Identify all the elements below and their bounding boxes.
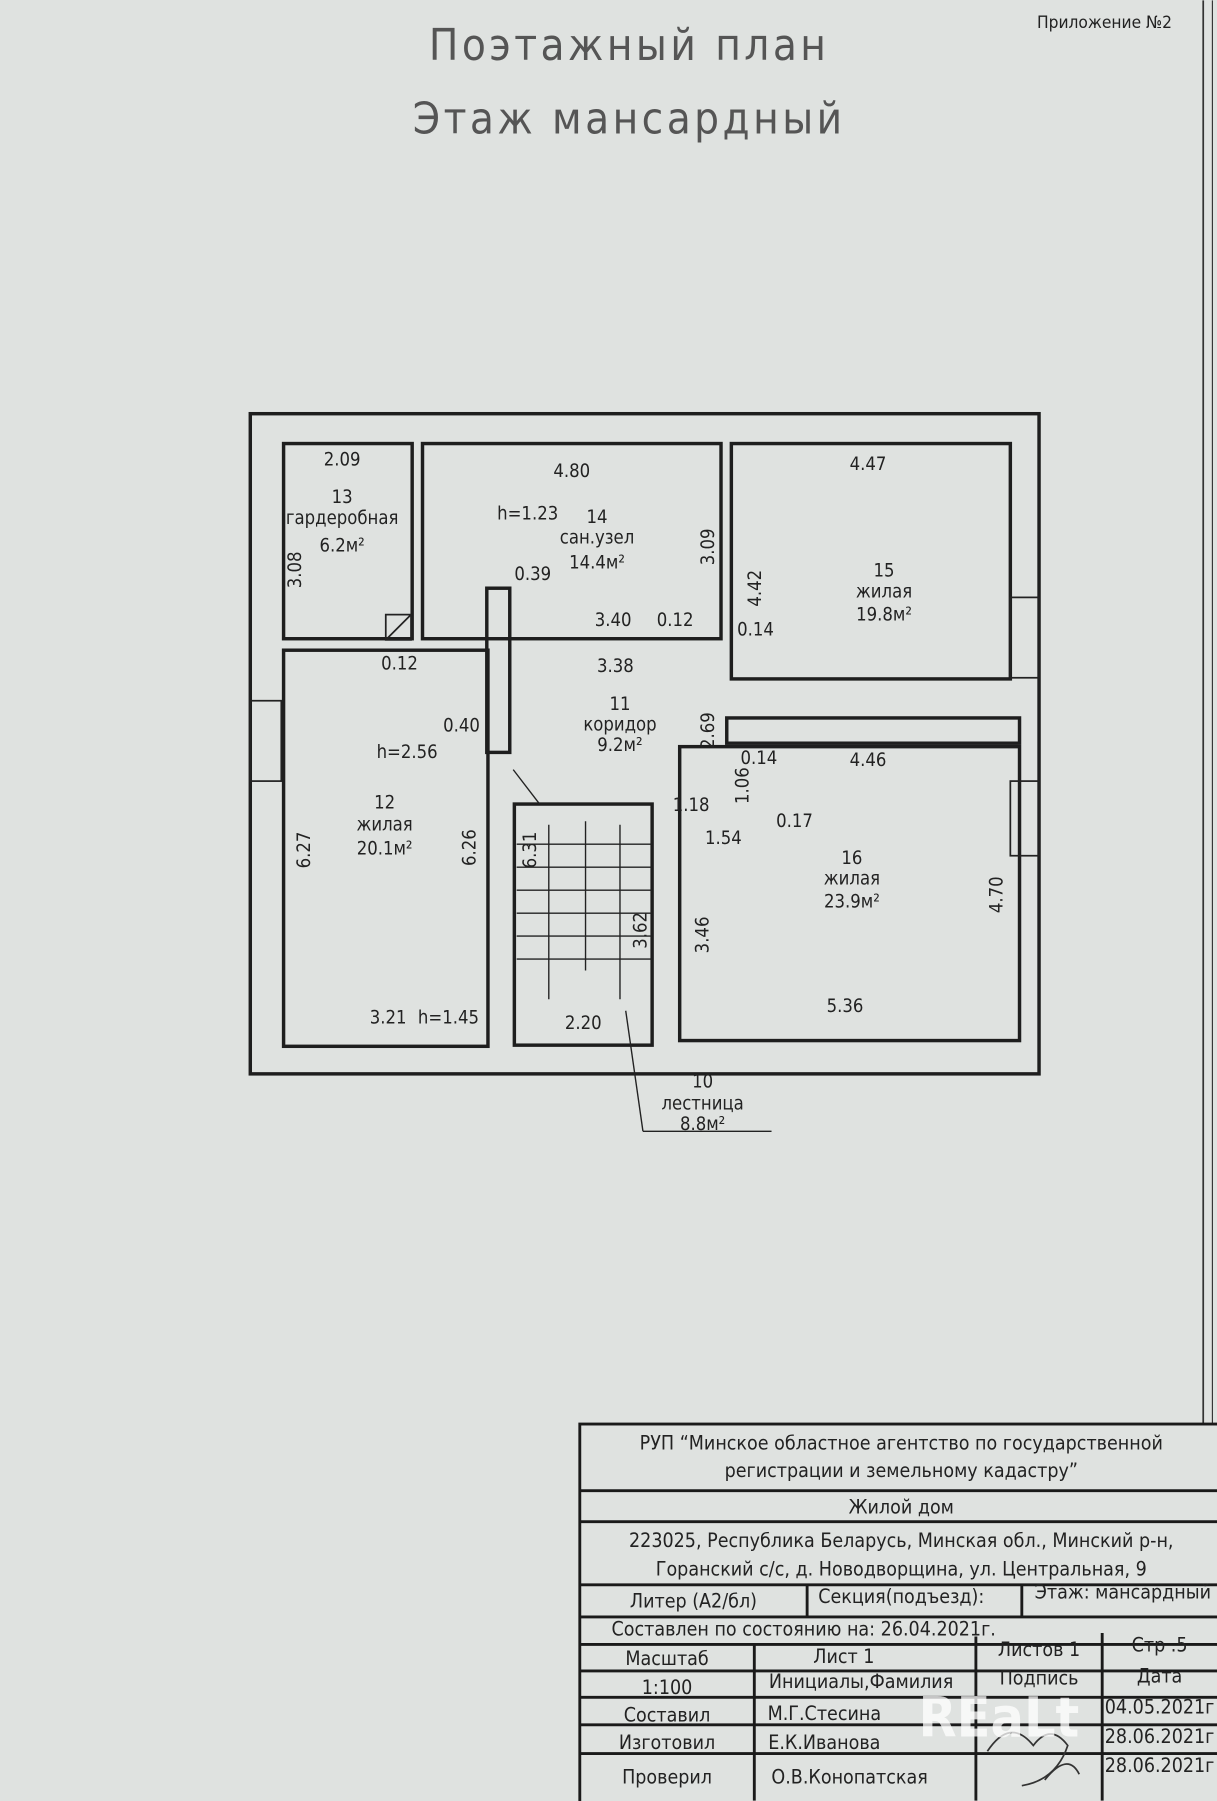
dimensions: 2.09 4.80 4.47 3.08 h=1.23 3.09 4.42 0.3… — [285, 449, 1007, 1034]
svg-text:0.12: 0.12 — [381, 654, 418, 675]
svg-text:28.06.2021г: 28.06.2021г — [1105, 1725, 1215, 1748]
svg-text:Изготовил: Изготовил — [619, 1731, 715, 1754]
svg-text:Составлен по состоянию на: 26.: Составлен по состоянию на: 26.04.2021г. — [611, 1617, 995, 1640]
svg-text:15: 15 — [874, 561, 895, 582]
svg-text:коридор: коридор — [583, 715, 656, 736]
svg-text:Инициалы,Фамилия: Инициалы,Фамилия — [769, 1670, 953, 1693]
title-block — [578, 1422, 1217, 1801]
svg-text:0.14: 0.14 — [741, 748, 778, 769]
svg-text:4.46: 4.46 — [850, 750, 887, 771]
svg-text:жилая: жилая — [824, 868, 880, 889]
svg-text:3.40: 3.40 — [595, 610, 632, 631]
svg-text:1.54: 1.54 — [705, 828, 742, 849]
title-block-text: РУП “Минское областное агентство по госу… — [611, 1431, 1214, 1788]
svg-text:4.70: 4.70 — [986, 876, 1007, 913]
svg-text:2.20: 2.20 — [565, 1013, 602, 1034]
svg-text:3.62: 3.62 — [630, 912, 651, 949]
svg-text:6.2м²: 6.2м² — [319, 535, 364, 556]
svg-text:1.06: 1.06 — [733, 767, 754, 804]
svg-text:3.46: 3.46 — [692, 917, 713, 954]
svg-text:20.1м²: 20.1м² — [357, 839, 413, 860]
svg-text:Проверил: Проверил — [622, 1765, 712, 1788]
stairs — [512, 769, 772, 1132]
svg-text:Е.К.Иванова: Е.К.Иванова — [768, 1731, 880, 1754]
svg-text:0.12: 0.12 — [657, 610, 694, 631]
svg-text:14.4м²: 14.4м² — [569, 553, 625, 574]
svg-text:4.47: 4.47 — [850, 454, 887, 475]
svg-text:сан.узел: сан.узел — [560, 527, 635, 548]
svg-text:РУП “Минское областное агентст: РУП “Минское областное агентство по госу… — [640, 1431, 1163, 1454]
svg-text:6.26: 6.26 — [459, 829, 480, 866]
svg-text:Этаж: мансардный: Этаж: мансардный — [1035, 1581, 1211, 1604]
svg-text:0.17: 0.17 — [776, 811, 813, 832]
svg-text:4.80: 4.80 — [553, 461, 590, 482]
svg-text:0.14: 0.14 — [737, 619, 774, 640]
svg-text:8.8м²: 8.8м² — [680, 1114, 725, 1135]
svg-text:11: 11 — [609, 694, 630, 715]
svg-text:Горанский с/с, д. Новодворщина: Горанский с/с, д. Новодворщина, ул. Цент… — [656, 1558, 1147, 1581]
svg-text:3.08: 3.08 — [285, 551, 306, 588]
svg-text:3.38: 3.38 — [597, 656, 634, 677]
svg-text:9.2м²: 9.2м² — [597, 735, 642, 756]
svg-text:гардеробная: гардеробная — [286, 508, 399, 529]
signature-mark — [986, 1731, 1080, 1787]
svg-text:Стр .5: Стр .5 — [1132, 1633, 1188, 1656]
svg-text:1:100: 1:100 — [642, 1676, 693, 1699]
svg-text:Жилой дом: Жилой дом — [849, 1496, 954, 1519]
svg-text:Подпись: Подпись — [1000, 1667, 1079, 1690]
svg-text:13: 13 — [332, 487, 353, 508]
svg-text:1.18: 1.18 — [673, 795, 710, 816]
appendix-label: Приложение №2 — [1037, 13, 1172, 33]
svg-text:М.Г.Стесина: М.Г.Стесина — [768, 1702, 882, 1725]
svg-text:h=1.45: h=1.45 — [418, 1007, 479, 1028]
svg-text:5.36: 5.36 — [827, 996, 864, 1017]
svg-text:0.39: 0.39 — [514, 564, 551, 585]
svg-text:регистрации и земельному кадас: регистрации и земельному кадастру” — [725, 1459, 1078, 1482]
svg-text:28.06.2021г: 28.06.2021г — [1105, 1754, 1215, 1777]
svg-text:Лист 1: Лист 1 — [813, 1645, 874, 1668]
svg-text:2.69: 2.69 — [698, 712, 719, 749]
svg-text:3.21: 3.21 — [370, 1007, 407, 1028]
svg-text:223025, Республика Беларусь, М: 223025, Республика Беларусь, Минская обл… — [629, 1529, 1173, 1552]
svg-text:О.В.Конопатская: О.В.Конопатская — [771, 1765, 927, 1788]
svg-text:жилая: жилая — [357, 814, 413, 835]
svg-text:19.8м²: 19.8м² — [856, 604, 912, 625]
svg-text:3.09: 3.09 — [698, 528, 719, 565]
svg-text:12: 12 — [374, 793, 395, 814]
svg-text:Масштаб: Масштаб — [625, 1647, 708, 1670]
svg-text:жилая: жилая — [856, 581, 912, 602]
svg-text:14: 14 — [587, 507, 608, 528]
svg-text:Листов 1: Листов 1 — [998, 1638, 1080, 1661]
svg-text:h=2.56: h=2.56 — [377, 742, 438, 763]
svg-text:04.05.2021г: 04.05.2021г — [1105, 1695, 1215, 1718]
plan-subtitle: Этаж мансардный — [413, 95, 846, 145]
svg-text:6.31: 6.31 — [520, 832, 541, 869]
watermark: REaLt — [918, 1685, 1079, 1749]
svg-text:Дата: Дата — [1137, 1664, 1182, 1687]
svg-text:лестница: лестница — [661, 1093, 743, 1114]
svg-text:Литер (А2/бл): Литер (А2/бл) — [630, 1590, 757, 1613]
svg-text:0.40: 0.40 — [443, 716, 480, 737]
svg-text:23.9м²: 23.9м² — [824, 891, 880, 912]
svg-text:h=1.23: h=1.23 — [497, 503, 558, 524]
svg-text:16: 16 — [841, 848, 862, 869]
svg-text:4.42: 4.42 — [745, 570, 766, 607]
svg-text:Составил: Составил — [624, 1703, 711, 1726]
svg-text:Секция(подъезд):: Секция(подъезд): — [818, 1585, 984, 1608]
svg-text:10: 10 — [692, 1072, 713, 1093]
svg-text:2.09: 2.09 — [324, 449, 361, 470]
svg-text:6.27: 6.27 — [294, 832, 315, 869]
plan-title: Поэтажный план — [429, 21, 830, 71]
walls — [248, 411, 1041, 1076]
